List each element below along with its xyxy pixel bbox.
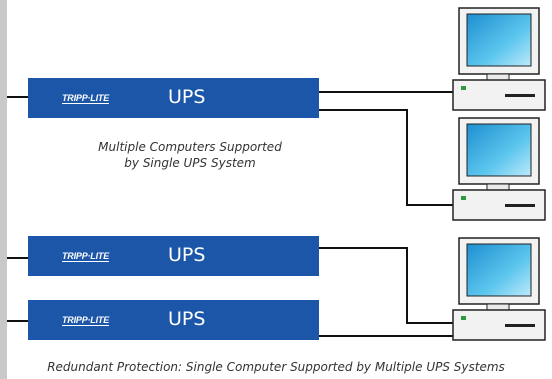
ups-label: UPS	[168, 86, 206, 108]
ups-label: UPS	[168, 244, 206, 266]
caption-redundant: Redundant Protection: Single Computer Su…	[47, 360, 505, 374]
ups-unit-1: TRIPP·LITE UPS	[28, 78, 319, 118]
tripp-lite-logo: TRIPP·LITE	[62, 315, 109, 326]
tripp-lite-logo: TRIPP·LITE	[62, 93, 109, 104]
side-bar	[0, 0, 7, 379]
computer-3	[452, 237, 546, 341]
ups-label: UPS	[168, 308, 206, 330]
tripp-lite-logo: TRIPP·LITE	[62, 251, 109, 262]
ups-unit-2: TRIPP·LITE UPS	[28, 236, 319, 276]
caption-multiple: Multiple Computers Supported by Single U…	[70, 139, 310, 171]
caption-line-1: Multiple Computers Supported	[98, 140, 282, 154]
ups-unit-3: TRIPP·LITE UPS	[28, 300, 319, 340]
computer-2	[452, 117, 546, 221]
caption-line-2: by Single UPS System	[124, 156, 256, 170]
computer-1	[452, 7, 546, 111]
